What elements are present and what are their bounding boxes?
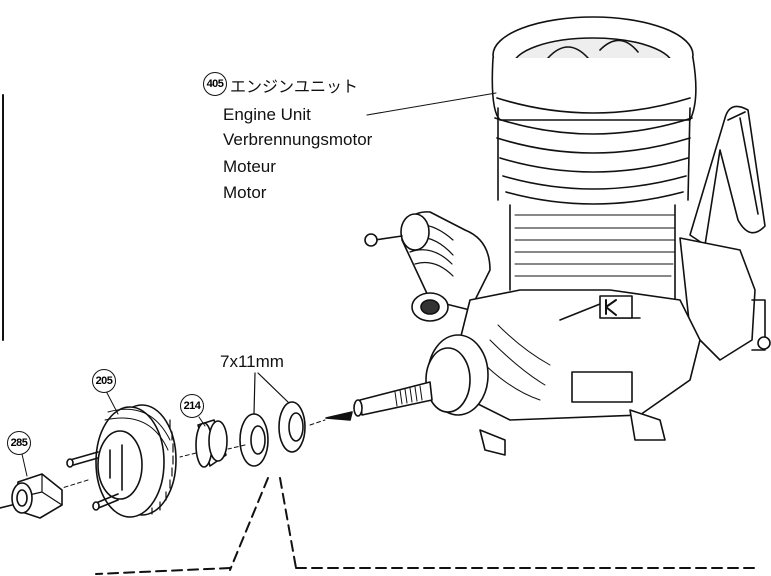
washer-leader-1 <box>253 372 256 415</box>
part-number-badge-collet: 214 <box>180 394 204 418</box>
engine-name-fr: Moteur <box>223 157 276 176</box>
detail-callout-lines <box>95 477 761 575</box>
engine-name-de: Verbrennungsmotor <box>223 130 373 149</box>
engine-unit-drawing <box>325 16 771 456</box>
part-number-badge-nut: 285 <box>7 431 31 455</box>
collet-drawing <box>179 419 228 468</box>
collet-leader <box>198 416 206 427</box>
flywheel-leader <box>105 390 119 415</box>
part-number-badge-flywheel: 205 <box>92 369 116 393</box>
flywheel-drawing <box>61 404 177 518</box>
engine-name-ja: エンジンユニット <box>230 77 359 96</box>
nut-leader <box>21 453 28 477</box>
part-number-badge-engine: 405 <box>203 72 227 96</box>
engine-leader-line <box>366 92 497 116</box>
washer-leader-2 <box>257 372 290 404</box>
nut-drawing <box>0 473 63 519</box>
washers-drawing <box>227 401 326 467</box>
engine-name-en: Engine Unit <box>223 105 311 124</box>
engine-name-es: Motor <box>223 183 267 202</box>
washer-size-label: 7x11mm <box>220 352 284 371</box>
